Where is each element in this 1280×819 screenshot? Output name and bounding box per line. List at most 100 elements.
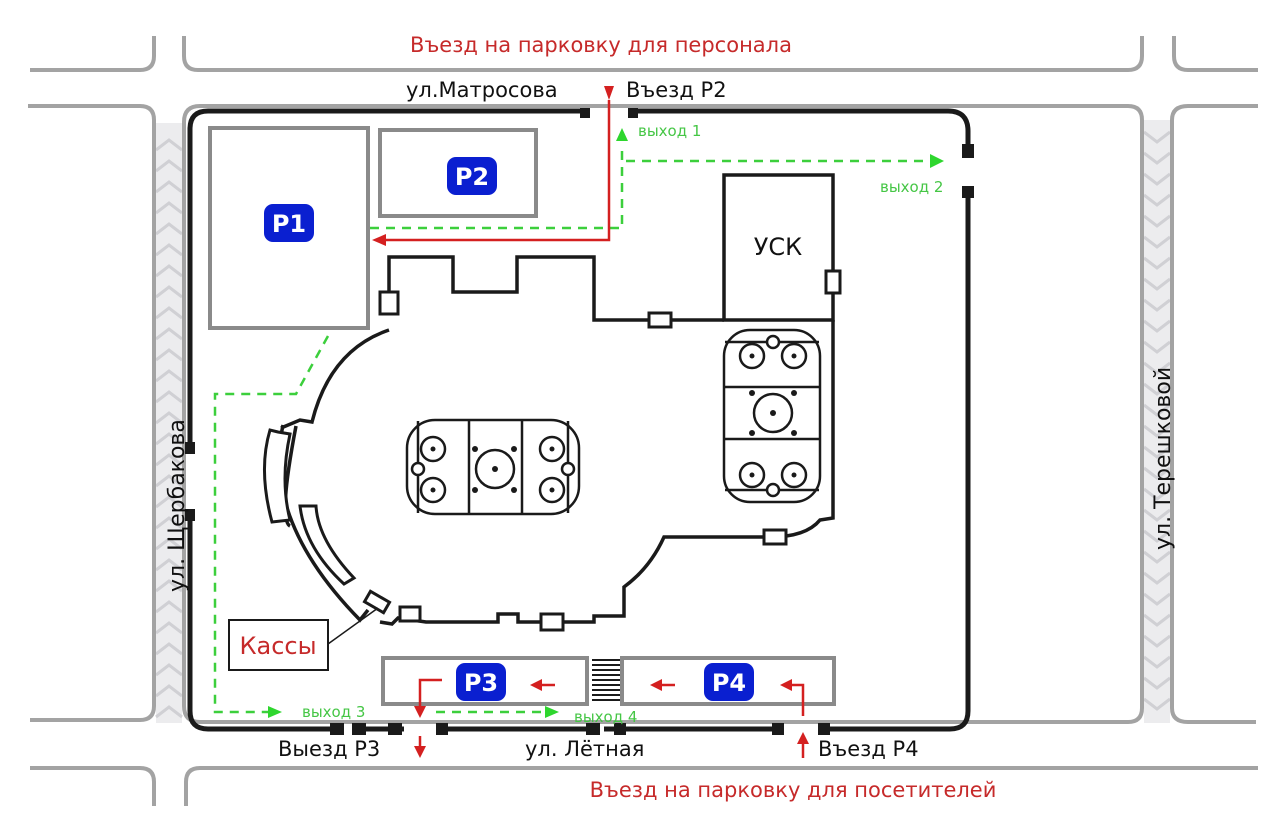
exit1-arrow-icon — [616, 128, 628, 141]
chevron-mark — [155, 453, 183, 467]
chevron-mark — [1143, 529, 1171, 543]
chevron-mark — [155, 558, 183, 572]
parking-badge-p2: P2 — [447, 157, 497, 195]
chevron-mark — [155, 432, 183, 446]
chevron-mark — [1143, 340, 1171, 354]
staff-parking-route — [372, 86, 614, 246]
street-label-left: ул. Щербакова — [165, 419, 190, 592]
door — [647, 311, 673, 329]
door — [378, 290, 400, 316]
chevron-mark — [1143, 676, 1171, 690]
chevron-mark — [155, 201, 183, 215]
door — [824, 269, 842, 295]
chevron-mark — [155, 390, 183, 404]
chevron-mark — [155, 138, 183, 152]
chevron-mark — [1143, 445, 1171, 459]
exit3-arrow-icon — [268, 706, 282, 718]
chevron-mark — [1143, 403, 1171, 417]
chevron-mark — [1143, 550, 1171, 564]
chevron-mark — [1143, 592, 1171, 606]
p3-exit-label: Выезд Р3 — [278, 737, 380, 761]
parking-label-p1: P1 — [272, 210, 306, 238]
left-arrow-icon — [650, 679, 662, 691]
chevron-mark — [1143, 319, 1171, 333]
chevron-mark — [155, 474, 183, 488]
visitor-parking-title: Въезд на парковку для посетителей — [590, 778, 997, 802]
arena-building — [263, 173, 835, 626]
parking-badge-p1: P1 — [264, 204, 314, 242]
chevron-mark — [1143, 361, 1171, 375]
chevron-mark — [155, 663, 183, 677]
chevron-mark — [155, 621, 183, 635]
p4-entry-label: Въезд Р4 — [818, 737, 919, 761]
chevron-mark — [155, 705, 183, 719]
entry-arrow-icon — [604, 86, 614, 100]
chevron-mark — [1143, 697, 1171, 711]
chevron-mark — [155, 516, 183, 530]
chevron-mark — [1143, 130, 1171, 144]
perimeter-fence — [185, 108, 974, 735]
parking-label-p2: P2 — [455, 163, 489, 191]
chevron-mark — [1143, 298, 1171, 312]
staff-parking-title: Въезд на парковку для персонала — [410, 33, 792, 57]
chevron-mark — [155, 264, 183, 278]
chevron-mark — [1143, 466, 1171, 480]
chevron-mark — [1143, 193, 1171, 207]
chevron-mark — [1143, 571, 1171, 585]
chevron-mark — [1143, 655, 1171, 669]
left-street-chevrons — [155, 138, 183, 719]
chevron-mark — [1143, 613, 1171, 627]
exit2-label: выход 2 — [880, 178, 943, 196]
exit4-label: выход 4 — [574, 708, 637, 726]
parking-badge-p3: P3 — [456, 663, 506, 701]
door — [762, 528, 788, 546]
exit2-arrow-icon — [930, 154, 944, 168]
ticket-office-callout: Кассы — [228, 607, 379, 671]
p3-exit-arrow-icon — [414, 746, 426, 758]
right-street-chevrons — [1143, 130, 1171, 711]
usk-label: УСК — [754, 233, 802, 261]
crosswalk — [592, 659, 620, 701]
street-label-top: ул.Матросова — [406, 78, 558, 102]
chevron-mark — [1143, 634, 1171, 648]
main-ice-rink — [405, 418, 581, 516]
street-label-bottom: ул. Лётная — [525, 737, 644, 761]
chevron-mark — [1143, 172, 1171, 186]
chevron-mark — [1143, 277, 1171, 291]
chevron-mark — [1143, 214, 1171, 228]
p2-entry-label: Въезд Р2 — [626, 78, 727, 102]
parking-lot-p2 — [378, 128, 538, 218]
chevron-mark — [1143, 235, 1171, 249]
door — [362, 589, 392, 615]
p3-exit-arrow-icon — [414, 706, 426, 718]
parking-badge-p4: P4 — [704, 663, 754, 701]
chevron-mark — [155, 537, 183, 551]
chevron-mark — [155, 222, 183, 236]
street-label-right: ул. Терешковой — [1151, 367, 1176, 550]
chevron-mark — [155, 642, 183, 656]
door — [398, 605, 422, 623]
chevron-mark — [1143, 424, 1171, 438]
ticket-office-label: Кассы — [239, 632, 316, 660]
chevron-mark — [155, 243, 183, 257]
left-arrow-icon — [780, 679, 792, 691]
chevron-mark — [1143, 382, 1171, 396]
p4-entry-arrow-icon — [797, 732, 809, 744]
door — [539, 612, 565, 632]
chevron-mark — [155, 369, 183, 383]
chevron-mark — [155, 348, 183, 362]
p1-arrow-icon — [372, 234, 386, 246]
visitor-parking-routes — [414, 678, 809, 758]
parking-label-p3: P3 — [464, 669, 498, 697]
training-ice-rink — [722, 328, 822, 504]
chevron-mark — [155, 159, 183, 173]
evacuation-routes — [213, 128, 944, 718]
chevron-mark — [1143, 256, 1171, 270]
chevron-mark — [155, 411, 183, 425]
chevron-mark — [155, 684, 183, 698]
left-arrow-icon — [530, 679, 542, 691]
exit3-label: выход 3 — [302, 703, 365, 721]
chevron-mark — [155, 327, 183, 341]
chevron-mark — [1143, 487, 1171, 501]
